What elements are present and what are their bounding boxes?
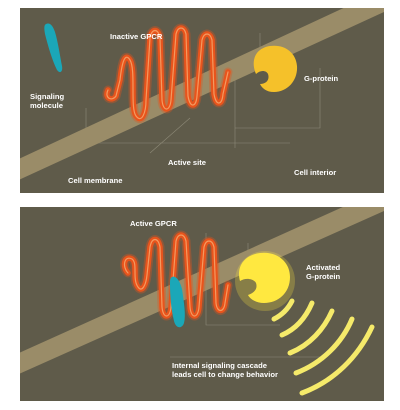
bound-signaling-molecule	[170, 276, 185, 328]
inactive-gpcr	[102, 23, 233, 124]
label-active-gpcr: Active GPCR	[130, 219, 177, 228]
label-signaling-molecule: Signaling molecule	[30, 92, 65, 110]
panel-active-state: Active GPCR Activated G-protein Internal…	[20, 207, 384, 401]
guide-line	[205, 233, 280, 326]
label-cell-interior: Cell interior	[294, 168, 337, 177]
panel-inactive-state: Inactive GPCR Signaling molecule G-prote…	[20, 8, 384, 193]
cell-membrane	[20, 8, 384, 180]
signal-wave	[299, 324, 375, 396]
signaling-molecule	[44, 23, 63, 73]
signal-wave	[271, 298, 295, 322]
signal-wave	[287, 308, 335, 356]
label-internal-signaling-cascade: Internal signaling cascade leads cell to…	[172, 361, 278, 379]
label-inactive-gpcr: Inactive GPCR	[110, 32, 163, 41]
active-diagram-svg	[20, 207, 384, 396]
guide-line	[149, 117, 191, 154]
guide-line	[235, 68, 321, 129]
signal-cascade-waves	[271, 298, 375, 396]
label-active-site: Active site	[168, 158, 206, 167]
signal-wave	[279, 300, 315, 338]
active-gpcr	[120, 230, 233, 321]
inactive-diagram-svg	[20, 8, 384, 180]
signal-wave	[293, 316, 355, 376]
label-g-protein: G-protein	[304, 74, 339, 83]
g-protein	[253, 45, 298, 92]
label-activated-g-protein: Activated G-protein	[306, 263, 341, 281]
label-cell-membrane: Cell membrane	[68, 176, 123, 185]
activated-g-protein	[238, 252, 290, 303]
